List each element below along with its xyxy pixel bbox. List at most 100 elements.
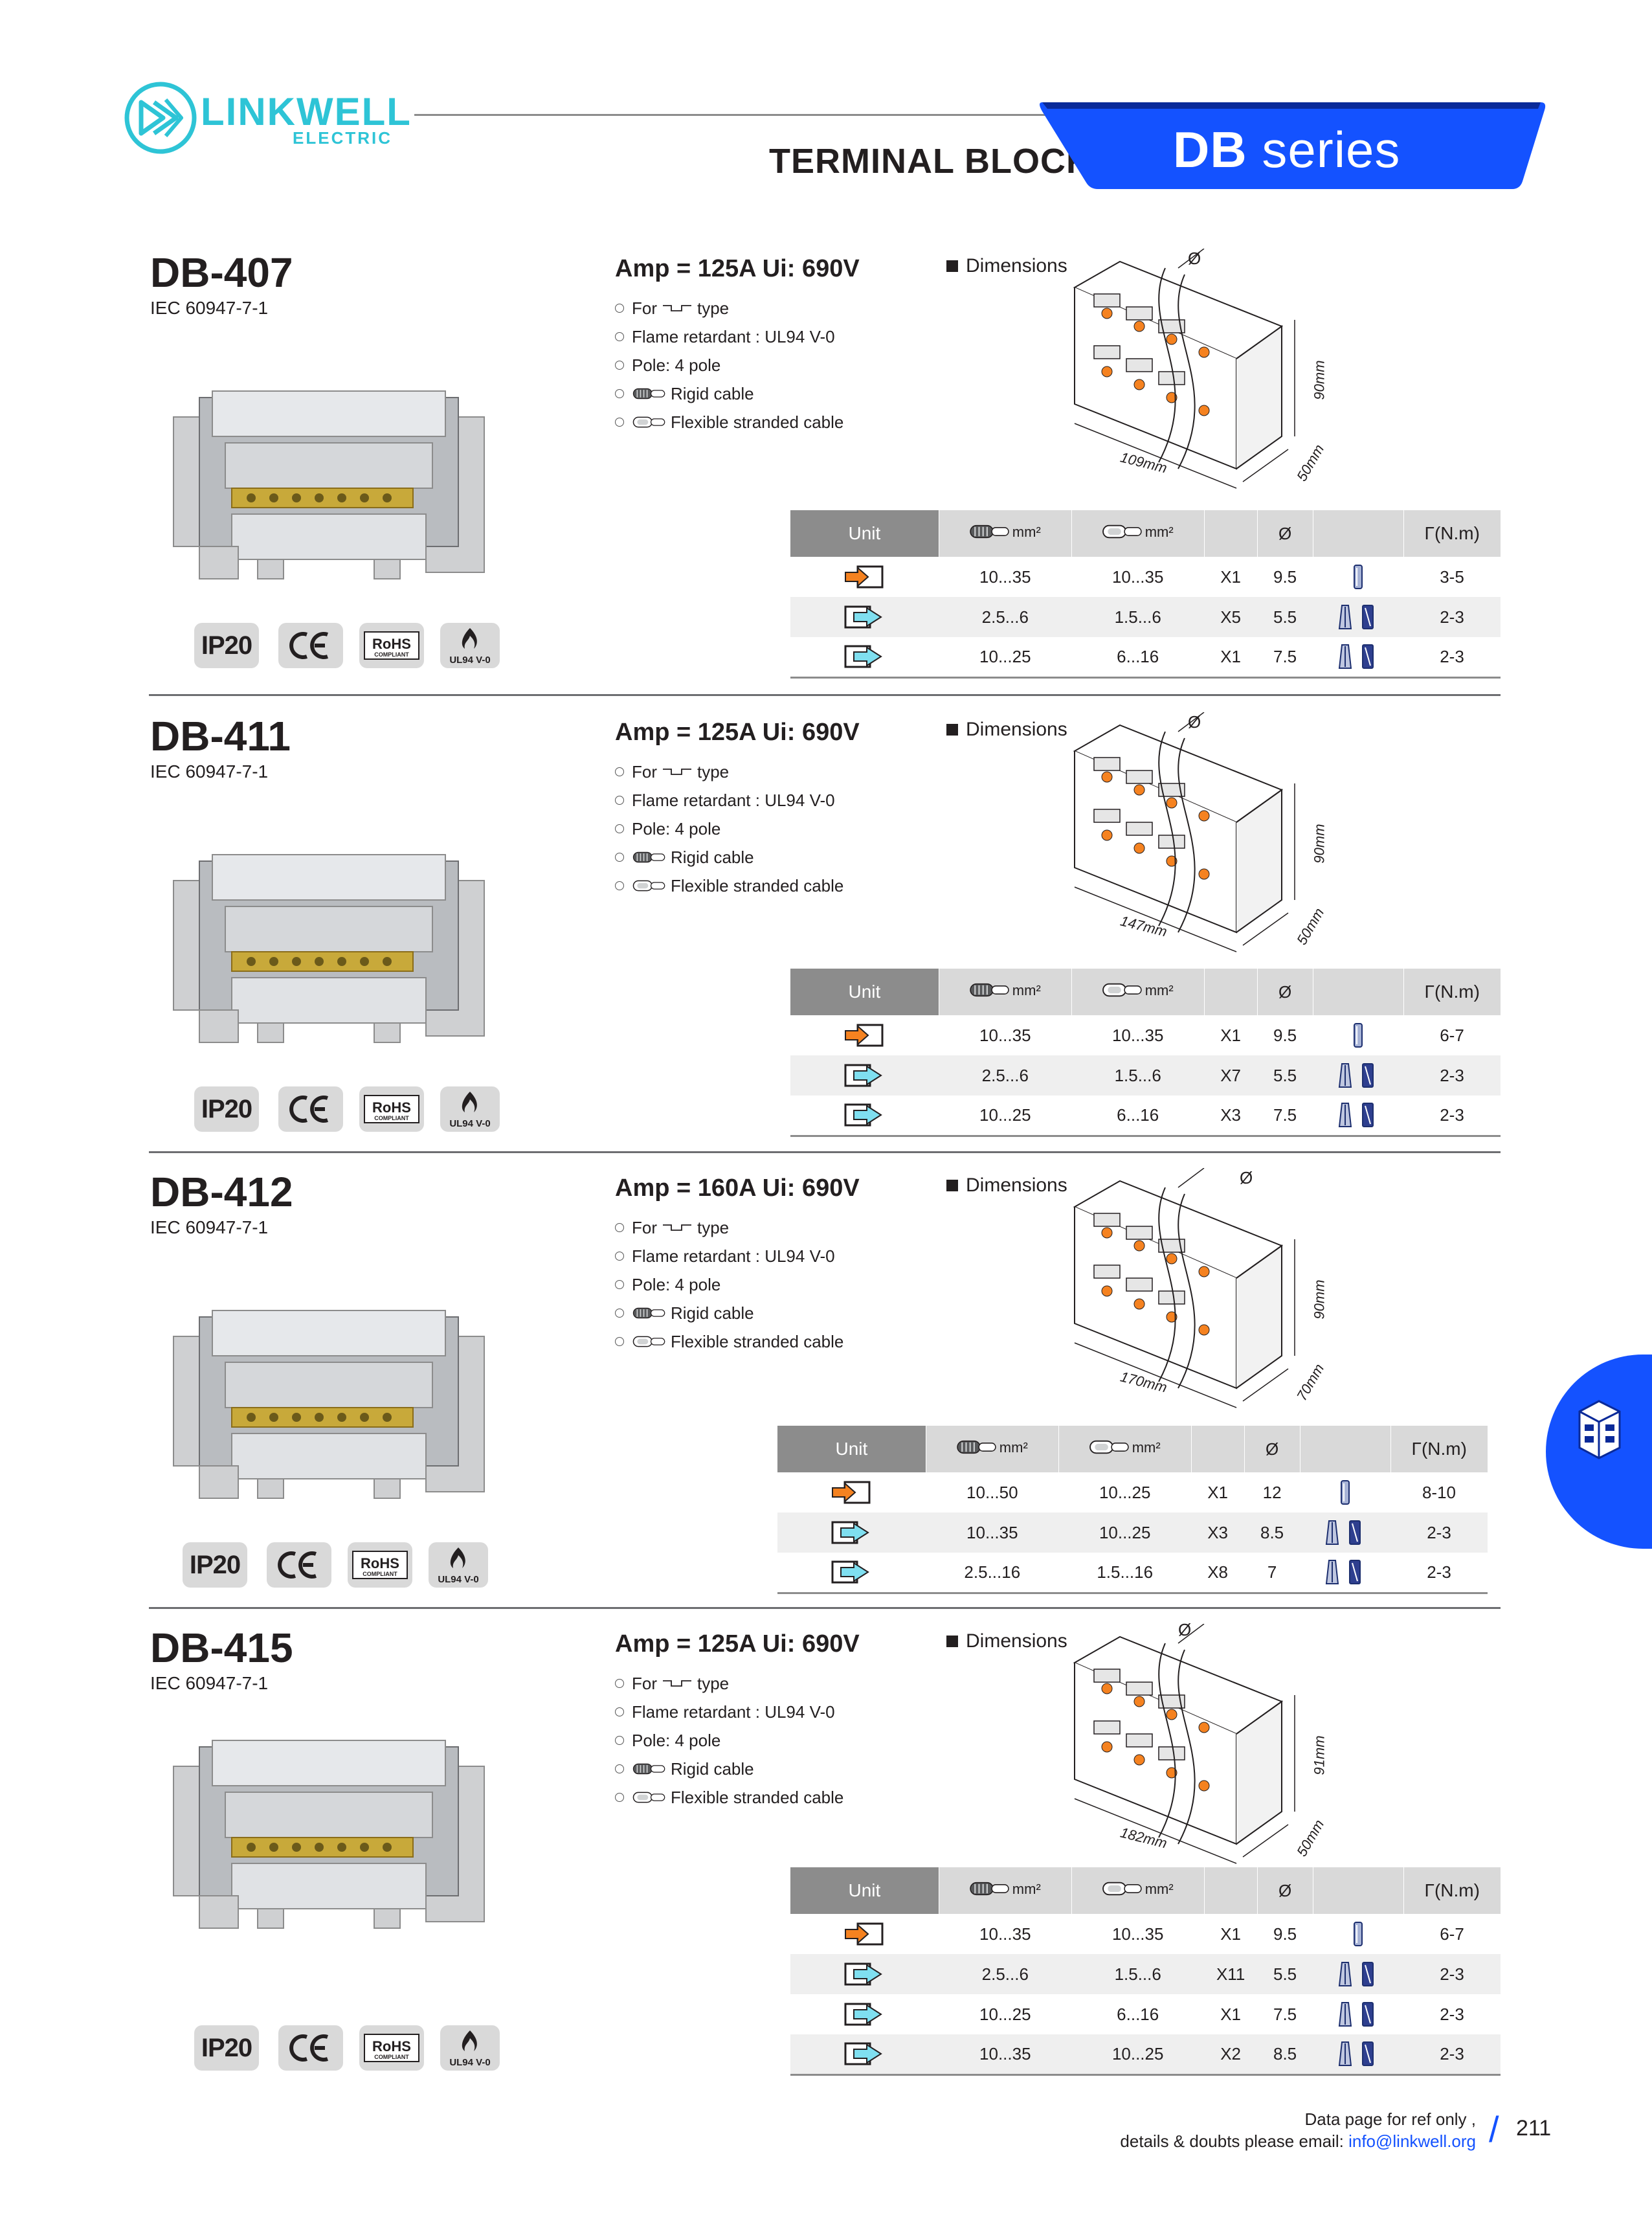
rohs-text: RoHS	[361, 1555, 399, 1571]
series-label: DB series	[1173, 120, 1400, 179]
screwdriver-pair-icon	[1335, 644, 1381, 669]
output-icon	[831, 1520, 872, 1545]
qty-cell: X3	[1191, 1512, 1245, 1553]
header-screw	[1312, 1867, 1403, 1914]
bullet-circle	[615, 1764, 624, 1773]
rigid-cell: 10...35	[939, 2034, 1072, 2076]
footer-slash: /	[1489, 2109, 1499, 2150]
ce-badge	[278, 1086, 343, 1132]
diameter-cell: 7.5	[1257, 1096, 1313, 1137]
torque-cell: 2-3	[1403, 597, 1501, 637]
flame-icon: UL94 V-0	[449, 1092, 491, 1129]
header-qty	[1190, 1426, 1245, 1472]
header-qty	[1203, 1867, 1258, 1914]
rigid-cable-icon	[957, 1438, 997, 1456]
rohs-badge: RoHS COMPLIANT	[359, 2025, 424, 2071]
bullet-circle	[615, 418, 624, 427]
torque-cell: 2-3	[1403, 1954, 1501, 1994]
qty-cell: X3	[1204, 1096, 1258, 1137]
header-diameter: Ø	[1256, 969, 1313, 1015]
bullet-circle	[615, 1736, 624, 1745]
spec-table: Unit mm² mm² Ø Γ(N.m) 10...35 10...35 X1…	[790, 969, 1501, 1137]
rohs-compliant-text: COMPLIANT	[374, 651, 409, 658]
dimension-height: 90mm	[1311, 1279, 1328, 1320]
rohs-badge: RoHS COMPLIANT	[359, 623, 424, 668]
ce-badge	[278, 623, 343, 668]
flex-cell: 10...25	[1071, 2034, 1205, 2076]
diameter-cell: 7.5	[1257, 637, 1313, 679]
bullet-circle	[615, 1309, 624, 1318]
ce-mark-icon	[289, 2034, 328, 2062]
spec-flame: Flame retardant : UL94 V-0	[615, 1698, 843, 1726]
page-number: 211	[1516, 2116, 1552, 2141]
ul94-text: UL94 V-0	[438, 1574, 478, 1585]
spec-flexible-text: Flexible stranded cable	[671, 1788, 844, 1807]
screwdriver-pair-icon	[1335, 604, 1381, 630]
table-row: 10...25 6...16 X1 7.5 2-3	[790, 637, 1501, 679]
diameter-cell: 12	[1262, 1482, 1282, 1502]
flex-cell: 10...25	[1099, 1482, 1151, 1502]
output-icon	[843, 1103, 885, 1127]
spec-flame-text: Flame retardant : UL94 V-0	[632, 327, 835, 346]
dimension-drawing: Ø 182mm 91mm 50mm	[1049, 1620, 1359, 1870]
rigid-cable-icon	[970, 523, 1010, 541]
table-row: 2.5...6 1.5...6 X7 5.5 2-3	[790, 1055, 1501, 1096]
din-rail-icon	[662, 304, 692, 313]
dimensions-heading-text: Dimensions	[966, 719, 1067, 740]
qty-cell: X8	[1191, 1553, 1245, 1594]
flame-icon: UL94 V-0	[438, 1547, 479, 1585]
screw-cell	[1313, 1994, 1403, 2034]
header-rigid-unit: mm²	[1012, 523, 1041, 540]
ip20-badge-label: IP20	[201, 2034, 252, 2062]
certification-badges: IP20 RoHS COMPLIANT UL94 V-0	[194, 1086, 500, 1134]
diameter-cell: 5.5	[1257, 1954, 1313, 1994]
model-name: DB-415	[150, 1625, 293, 1671]
bullet-circle	[615, 1223, 624, 1232]
rigid-cell: 2.5...6	[939, 1954, 1072, 1994]
rigid-cable-icon	[632, 850, 667, 864]
unit-cell	[777, 1553, 926, 1594]
hex-screw-icon	[1335, 564, 1381, 590]
ce-mark-icon	[289, 1096, 328, 1123]
header-flexible-unit: mm²	[1144, 1880, 1174, 1897]
diameter-cell: 5.5	[1257, 597, 1313, 637]
section-divider	[149, 694, 1501, 696]
diameter-cell: 8.5	[1257, 2034, 1313, 2076]
amp-rating: Amp = 125A Ui: 690V	[615, 255, 860, 282]
rohs-mark-icon: RoHS COMPLIANT	[364, 1095, 419, 1123]
bullet-circle	[615, 389, 624, 398]
ul94-badge: UL94 V-0	[429, 1542, 488, 1588]
dimension-height: 90mm	[1311, 824, 1328, 864]
spec-for-suffix: type	[697, 1218, 730, 1237]
brand-name: LINKWELL	[201, 90, 412, 133]
spec-pole-text: Pole: 4 pole	[632, 1731, 721, 1750]
footer-email-link[interactable]: info@linkwell.org	[1348, 2131, 1476, 2151]
brand-logo: LINKWELL ELECTRIC	[123, 76, 410, 161]
spec-pole-text: Pole: 4 pole	[632, 355, 721, 375]
unit-cell	[790, 1055, 939, 1096]
dimension-drawing: Ø 170mm 90mm 70mm	[1049, 1168, 1359, 1414]
bullet-circle	[615, 361, 624, 370]
rigid-cell: 10...50	[966, 1482, 1018, 1502]
flex-cell: 6...16	[1117, 2004, 1159, 2024]
spec-rigid: Rigid cable	[615, 1755, 843, 1783]
dimension-height: 91mm	[1311, 1735, 1328, 1775]
torque-cell: 6-7	[1440, 1025, 1464, 1045]
rigid-cable-icon	[632, 1762, 667, 1776]
spec-pole: Pole: 4 pole	[615, 351, 843, 379]
torque-cell: 2-3	[1403, 637, 1501, 679]
model-standard: IEC 60947-7-1	[150, 761, 269, 781]
spec-for-suffix: type	[697, 298, 730, 318]
bullet-circle	[615, 881, 624, 890]
rigid-cell: 10...35	[979, 567, 1031, 587]
ce-mark-icon	[278, 1551, 317, 1579]
spec-flexible-text: Flexible stranded cable	[671, 876, 844, 895]
ip20-badge-label: IP20	[201, 631, 252, 660]
header-torque: Γ(N.m)	[1390, 1426, 1488, 1472]
header-flexible: mm²	[1071, 969, 1205, 1015]
